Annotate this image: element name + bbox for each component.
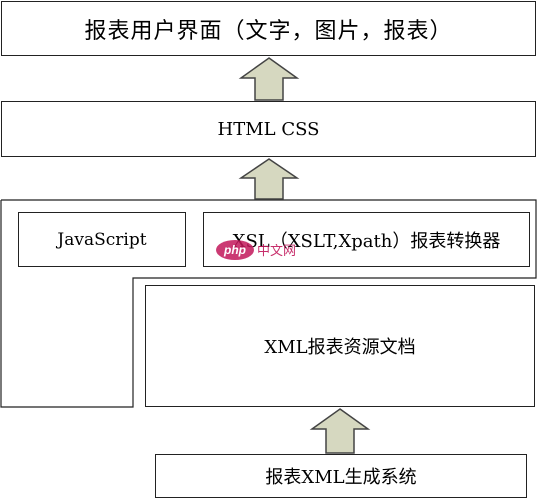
xml-generator-label: 报表XML生成系统 [265, 467, 417, 488]
up-arrow-icon [235, 157, 303, 200]
xsl-transformer-label: XSL（XSLT,Xpath）报表转换器 [232, 230, 501, 252]
up-arrow-icon [306, 407, 374, 454]
xml-generator-box: 报表XML生成系统 [155, 454, 527, 498]
html-css-box: HTML CSS [1, 101, 536, 157]
ui-layer-label: 报表用户界面（文字，图片，报表） [84, 18, 453, 44]
javascript-box: JavaScript [18, 212, 186, 267]
xml-document-box: XML报表资源文档 [145, 285, 535, 407]
ui-layer-box: 报表用户界面（文字，图片，报表） [1, 1, 536, 56]
up-arrow-icon [235, 56, 303, 101]
xml-document-label: XML报表资源文档 [264, 337, 416, 358]
xsl-transformer-box: XSL（XSLT,Xpath）报表转换器 [203, 212, 530, 267]
html-css-label: HTML CSS [217, 118, 320, 140]
javascript-label: JavaScript [57, 229, 147, 250]
